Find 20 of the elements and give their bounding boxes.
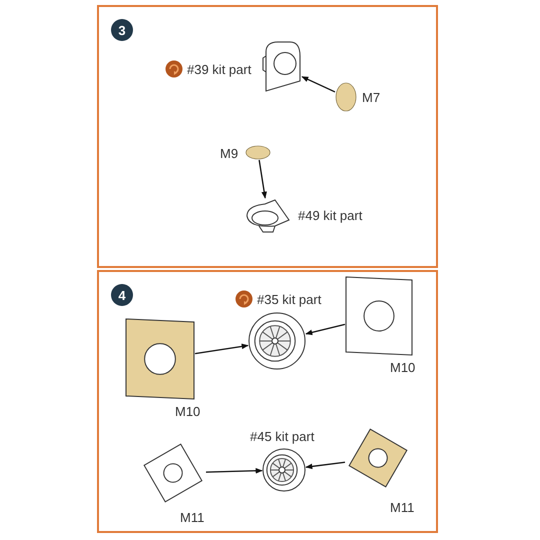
arrow bbox=[194, 344, 249, 354]
part-label: M11 bbox=[180, 510, 204, 525]
step-number: 4 bbox=[111, 284, 133, 306]
part-label: M10 bbox=[175, 404, 200, 419]
step-panel bbox=[97, 270, 438, 533]
part-label: #39 kit part bbox=[187, 62, 252, 77]
step-number: 3 bbox=[111, 19, 133, 41]
part-label: M9 bbox=[220, 146, 238, 161]
part-label: #35 kit part bbox=[257, 292, 322, 307]
step-panel bbox=[97, 5, 438, 268]
arrow bbox=[305, 462, 346, 470]
part-label: M7 bbox=[362, 90, 380, 105]
arrow bbox=[301, 76, 336, 93]
arrow bbox=[206, 468, 263, 474]
arrow bbox=[305, 324, 346, 336]
part-label: #45 kit part bbox=[250, 429, 314, 444]
part-label: #49 kit part bbox=[298, 208, 362, 223]
arrow bbox=[258, 160, 267, 199]
part-label: M10 bbox=[390, 360, 416, 375]
part-label: M11 bbox=[390, 500, 414, 515]
